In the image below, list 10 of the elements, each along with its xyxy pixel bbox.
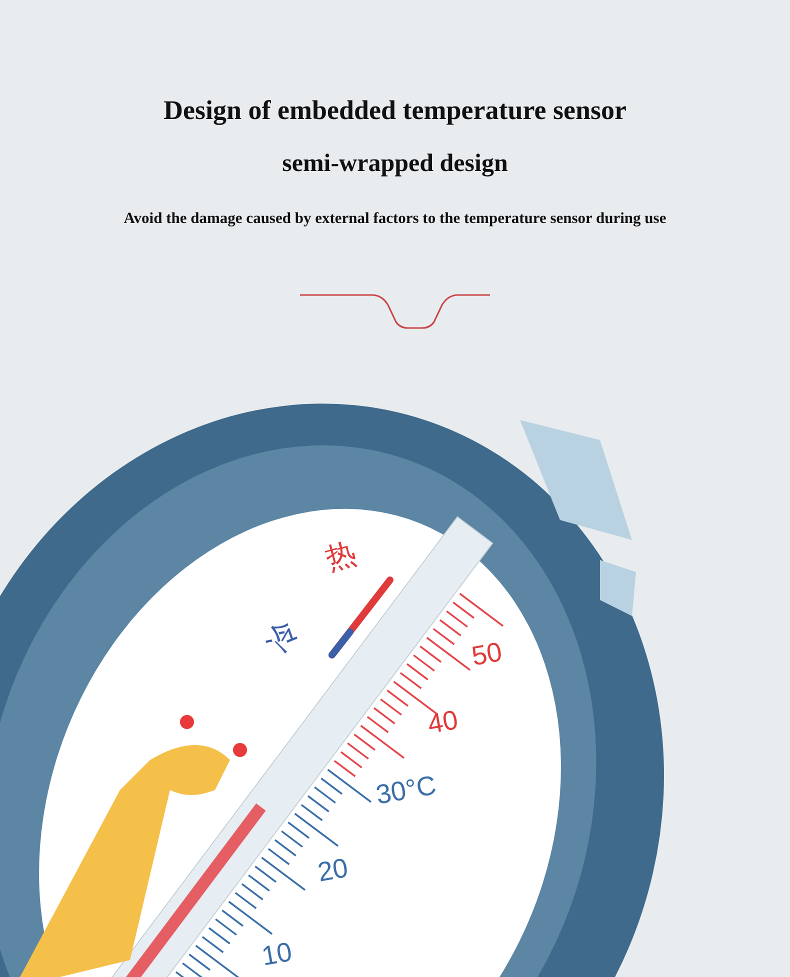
description: Avoid the damage caused by external factors to the temperature sensor during use [122,210,668,228]
cold-label: 冷 [261,615,305,658]
title: Design of embedded temperature sensor [162,96,628,126]
scale-number: 40 [426,706,460,740]
subtitle: semi-wrapped design [281,150,509,178]
scale-number: 50 [470,638,504,672]
scale-number: 30°C [374,771,438,811]
scale-number: 10 [260,938,294,972]
hot-label: 热 [322,536,360,576]
scale-number: 20 [316,854,350,888]
